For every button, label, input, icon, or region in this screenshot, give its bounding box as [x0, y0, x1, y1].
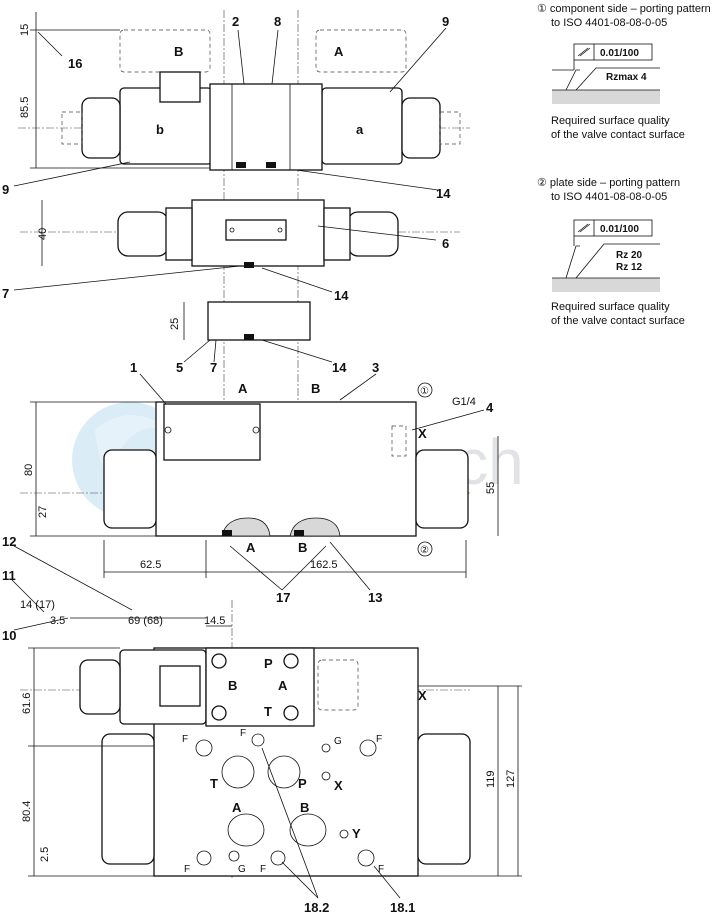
dim-2-5: 2.5	[39, 847, 51, 862]
item-18-1: 18.1	[390, 900, 415, 915]
port-a-connector: A	[334, 44, 344, 59]
symbol-a: A	[278, 678, 288, 693]
tolerance-plate: 0.01/100	[600, 224, 639, 235]
port-g1-4: G1/4	[452, 396, 476, 408]
item-7-mid: 7	[210, 360, 217, 375]
note-component-line1: ① component side – porting pattern	[537, 3, 711, 15]
view-side-top	[18, 10, 470, 400]
item-2: 2	[232, 14, 239, 29]
surface-symbol-plate	[552, 219, 660, 292]
hole-f1: F	[182, 734, 188, 745]
port-b-front: B	[311, 381, 320, 396]
roughness-component: Rzmax 4	[606, 72, 647, 83]
hole-f3: F	[378, 864, 384, 875]
item-10: 10	[2, 628, 16, 643]
port-y-plan: Y	[352, 826, 361, 841]
port-p-plan: P	[298, 776, 307, 791]
view-front	[20, 382, 499, 578]
hole-g1: G	[334, 736, 342, 747]
item-16: 16	[68, 56, 82, 71]
item-9-top: 9	[442, 14, 449, 29]
note-plate-quality: Required surface quality of the valve co…	[551, 300, 685, 328]
surface-symbol-component	[552, 43, 660, 104]
port-a-front: A	[238, 381, 248, 396]
port-a-plan: A	[232, 800, 242, 815]
dim-62-5: 62.5	[140, 559, 161, 571]
item-7-left: 7	[2, 286, 9, 301]
port-t-plan: T	[210, 776, 218, 791]
quality-plate-1: Required surface quality	[551, 301, 670, 313]
hole-f6: F	[260, 864, 266, 875]
hole-g2: G	[238, 864, 246, 875]
hole-f5: F	[240, 728, 246, 739]
port-b-plan: B	[300, 800, 309, 815]
dim-14-5: 14.5	[204, 615, 225, 627]
quality-component-2: of the valve contact surface	[551, 129, 685, 141]
item-8: 8	[274, 14, 281, 29]
dim-15: 15	[19, 24, 31, 36]
solenoid-a-label: a	[356, 122, 364, 137]
dim-85-5: 85.5	[19, 97, 31, 118]
note-component-side: ① component side – porting pattern to IS…	[537, 2, 711, 30]
view-plan	[20, 600, 522, 880]
symbol-p: P	[264, 656, 273, 671]
roughness-plate-2: Rz 12	[616, 262, 643, 273]
dim-25: 25	[169, 318, 181, 330]
note-plate-line1: ② plate side – porting pattern	[537, 177, 681, 189]
item-12: 12	[2, 534, 16, 549]
item-18-2: 18.2	[304, 900, 329, 915]
symbol-t: T	[264, 704, 272, 719]
item-11: 11	[2, 568, 16, 583]
port-x-front: X	[418, 426, 427, 441]
dim-27: 27	[37, 506, 49, 518]
dim-127: 127	[505, 770, 517, 788]
quality-component-1: Required surface quality	[551, 115, 670, 127]
item-1: 1	[130, 360, 137, 375]
hole-f4: F	[184, 864, 190, 875]
note-component-quality: Required surface quality of the valve co…	[551, 114, 685, 142]
item-17: 17	[276, 590, 290, 605]
view-manual-override	[20, 199, 460, 268]
item-3: 3	[372, 360, 379, 375]
port-a-bottom: A	[246, 540, 256, 555]
item-14-low: 14	[332, 360, 347, 375]
note-plate-line2: to ISO 4401-08-08-0-05	[551, 191, 668, 203]
view-plate-section	[183, 301, 311, 341]
circle-marker-2: ②	[420, 545, 429, 556]
item-13: 13	[368, 590, 382, 605]
note-component-line2: to ISO 4401-08-08-0-05	[551, 17, 668, 29]
dim-40: 40	[37, 228, 49, 240]
item-4: 4	[486, 400, 494, 415]
dim-119: 119	[485, 770, 497, 788]
item-6: 6	[442, 236, 449, 251]
dim-80-4: 80.4	[21, 801, 33, 822]
item-9-left: 9	[2, 182, 9, 197]
leader-lines	[11, 27, 485, 899]
dim-3-5: 3.5	[50, 615, 65, 627]
symbol-b: B	[228, 678, 237, 693]
roughness-plate-1: Rz 20	[616, 250, 643, 261]
dim-80: 80	[23, 464, 35, 476]
port-x-plan: X	[418, 688, 427, 703]
hole-f2: F	[376, 734, 382, 745]
port-b-bottom: B	[298, 540, 307, 555]
tolerance-component: 0.01/100	[600, 48, 639, 59]
dim-55: 55	[485, 482, 497, 494]
solenoid-b-label: b	[156, 122, 164, 137]
circle-marker-1: ①	[420, 386, 429, 397]
item-14-top: 14	[436, 186, 451, 201]
note-plate-side: ② plate side – porting pattern to ISO 44…	[537, 176, 680, 204]
dim-69-68: 69 (68)	[128, 615, 163, 627]
dim-61-6: 61.6	[21, 693, 33, 714]
quality-plate-2: of the valve contact surface	[551, 315, 685, 327]
port-x-plate: X	[334, 778, 343, 793]
item-14-mid: 14	[334, 288, 349, 303]
item-5: 5	[176, 360, 183, 375]
port-b-connector: B	[174, 44, 183, 59]
dim-162-5: 162.5	[310, 559, 338, 571]
